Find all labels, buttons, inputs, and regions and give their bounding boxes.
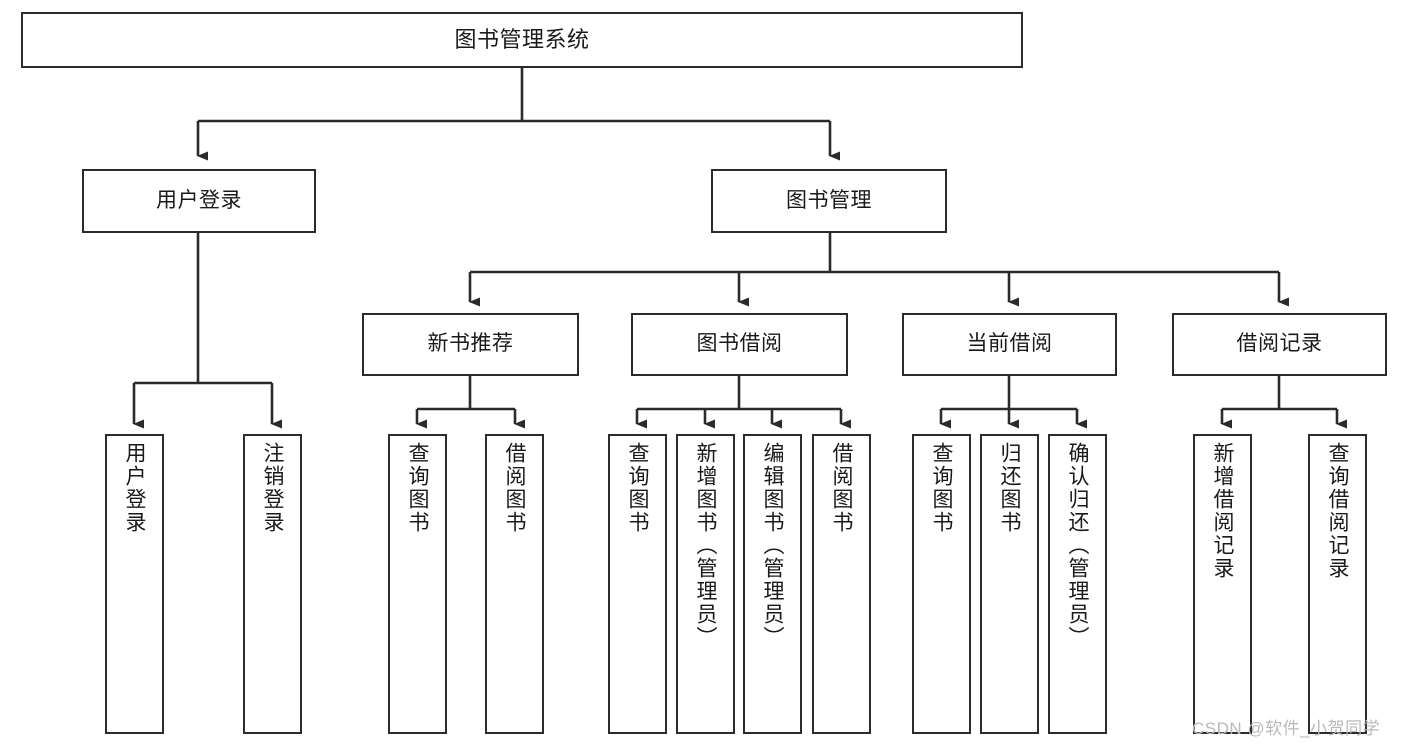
node-label: 新增借阅记录 bbox=[1211, 442, 1234, 580]
leaf-borrow-record-query[interactable]: 查询借阅记录 bbox=[1308, 434, 1367, 734]
leaf-book-borrow-lend[interactable]: 借阅图书 bbox=[812, 434, 871, 734]
leaf-current-borrow-confirm[interactable]: 确认归还（管理员） bbox=[1048, 434, 1107, 734]
node-book-management[interactable]: 图书管理 bbox=[711, 169, 947, 233]
node-root-system[interactable]: 图书管理系统 bbox=[21, 12, 1023, 68]
leaf-user-login-signout[interactable]: 注销登录 bbox=[243, 434, 302, 734]
node-label: 图书管理 bbox=[786, 188, 872, 212]
leaf-book-borrow-query[interactable]: 查询图书 bbox=[608, 434, 667, 734]
leaf-user-login-signin[interactable]: 用户登录 bbox=[105, 434, 164, 734]
node-label: 用户登录 bbox=[123, 442, 146, 534]
node-label: 借阅图书 bbox=[503, 442, 526, 534]
leaf-new-book-borrow[interactable]: 借阅图书 bbox=[485, 434, 544, 734]
node-label: 查询借阅记录 bbox=[1326, 442, 1349, 580]
node-label: 借阅图书 bbox=[830, 442, 853, 534]
node-label: 注销登录 bbox=[261, 442, 284, 534]
node-label: 当前借阅 bbox=[966, 332, 1053, 356]
leaf-borrow-record-add[interactable]: 新增借阅记录 bbox=[1193, 434, 1252, 734]
node-label: 用户登录 bbox=[156, 188, 242, 212]
node-label: 查询图书 bbox=[406, 442, 429, 534]
leaf-current-borrow-return[interactable]: 归还图书 bbox=[980, 434, 1039, 734]
node-label: 确认归还（管理员） bbox=[1066, 442, 1089, 649]
node-book-borrow[interactable]: 图书借阅 bbox=[631, 313, 848, 376]
node-borrow-record[interactable]: 借阅记录 bbox=[1172, 313, 1387, 376]
node-user-login[interactable]: 用户登录 bbox=[82, 169, 316, 233]
node-label: 图书借阅 bbox=[696, 332, 783, 356]
node-label: 归还图书 bbox=[998, 442, 1021, 534]
leaf-book-borrow-add[interactable]: 新增图书（管理员） bbox=[676, 434, 735, 734]
node-label: 新增图书（管理员） bbox=[694, 442, 717, 649]
csdn-watermark: CSDN @软件_小贺同学 bbox=[1192, 719, 1381, 738]
node-label: 图书管理系统 bbox=[454, 27, 590, 53]
node-label: 新书推荐 bbox=[427, 332, 514, 356]
node-label: 查询图书 bbox=[930, 442, 953, 534]
node-label: 编辑图书（管理员） bbox=[761, 442, 784, 649]
node-new-book-recommend[interactable]: 新书推荐 bbox=[362, 313, 579, 376]
node-label: 借阅记录 bbox=[1236, 332, 1323, 356]
leaf-book-borrow-edit[interactable]: 编辑图书（管理员） bbox=[743, 434, 802, 734]
leaf-new-book-query[interactable]: 查询图书 bbox=[388, 434, 447, 734]
node-current-borrow[interactable]: 当前借阅 bbox=[902, 313, 1117, 376]
node-label: 查询图书 bbox=[626, 442, 649, 534]
leaf-current-borrow-query[interactable]: 查询图书 bbox=[912, 434, 971, 734]
